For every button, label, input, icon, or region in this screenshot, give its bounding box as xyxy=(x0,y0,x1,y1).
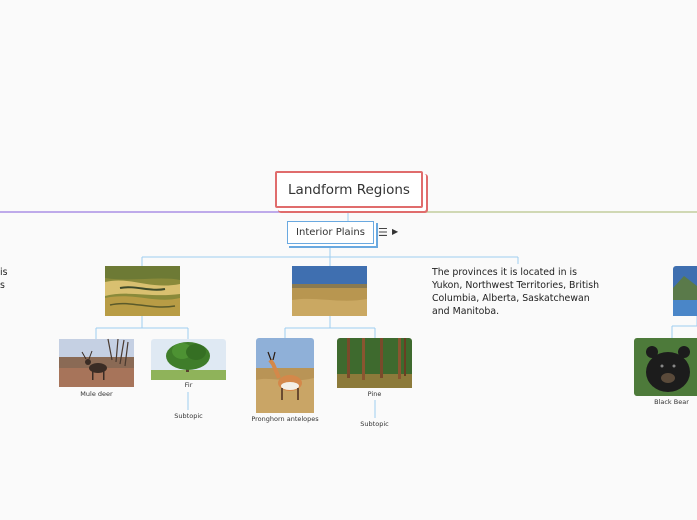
black-bear-image xyxy=(634,338,697,396)
mule-deer-image xyxy=(59,338,134,387)
lake-image-partial xyxy=(673,266,697,316)
main-topic-node[interactable]: Interior Plains xyxy=(287,221,374,244)
left-cut-note: is s xyxy=(0,266,8,292)
node-pine-subtopic[interactable]: Subtopic xyxy=(360,420,389,428)
pronghorn-image xyxy=(256,338,314,413)
node-pronghorn[interactable]: Pronghorn antelopes xyxy=(251,415,319,423)
menu-lines-icon[interactable]: ☰ xyxy=(378,226,388,239)
node-pine[interactable]: Pine xyxy=(367,390,382,398)
left-cut-note-line1: is xyxy=(0,267,8,278)
node-fir-subtopic[interactable]: Subtopic xyxy=(174,412,203,420)
grassland-image xyxy=(105,266,180,316)
main-topic-label: Interior Plains xyxy=(296,227,365,238)
left-cut-note-line2: s xyxy=(0,280,5,291)
prairie-image xyxy=(292,266,367,316)
node-fir[interactable]: Fir xyxy=(184,381,193,389)
fir-image xyxy=(151,339,226,380)
pine-image xyxy=(337,338,412,388)
root-node[interactable]: Landform Regions xyxy=(275,171,423,208)
play-triangle-icon[interactable]: ▶ xyxy=(392,227,399,236)
node-mule-deer[interactable]: Mule deer xyxy=(80,390,113,398)
provinces-note[interactable]: The provinces it is located in is Yukon,… xyxy=(432,267,600,317)
root-label: Landform Regions xyxy=(288,181,410,198)
node-black-bear[interactable]: Black Bear xyxy=(654,398,689,406)
